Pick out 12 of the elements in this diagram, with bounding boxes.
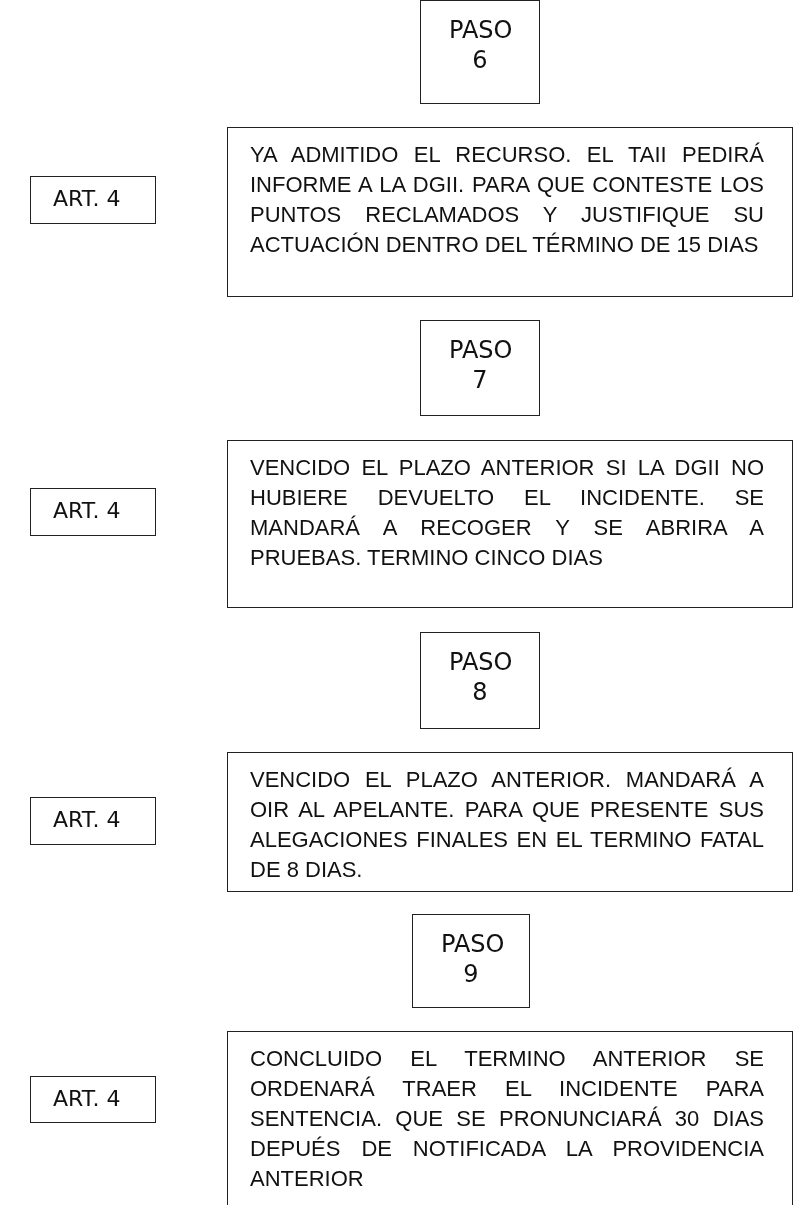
description-box: YA ADMITIDO EL RECURSO. EL TAII PEDIRÁ INFORME A LA DGII. PARA QUE CONTESTE LOS PUNTOS RECLAMADOS Y JUSTIFIQUE SU ACTUACIÓN DENTRO DEL TÉRMINO DE 15 DIAS [227,127,793,297]
step-box: PASO 8 [420,632,540,729]
article-box: ART. 4 [30,1076,156,1123]
step-box: PASO 9 [412,914,530,1008]
article-box: ART. 4 [30,797,156,845]
step-box: PASO 6 [420,0,540,104]
step-box: PASO 7 [420,320,540,416]
article-box: ART. 4 [30,488,156,536]
description-box: VENCIDO EL PLAZO ANTERIOR SI LA DGII NO HUBIERE DEVUELTO EL INCIDENTE. SE MANDARÁ A RECOGER Y SE ABRIRA A PRUEBAS. TERMINO CINCO DIAS [227,440,793,608]
description-box: VENCIDO EL PLAZO ANTERIOR. MANDARÁ A OIR AL APELANTE. PARA QUE PRESENTE SUS ALEGACIONES FINALES EN EL TERMINO FATAL DE 8 DIAS. [227,752,793,892]
article-box: ART. 4 [30,176,156,224]
description-box: CONCLUIDO EL TERMINO ANTERIOR SE ORDENARÁ TRAER EL INCIDENTE PARA SENTENCIA. QUE SE PRONUNCIARÁ 30 DIAS DEPUÉS DE NOTIFICADA LA PROVIDENCIA ANTERIOR [227,1031,793,1205]
